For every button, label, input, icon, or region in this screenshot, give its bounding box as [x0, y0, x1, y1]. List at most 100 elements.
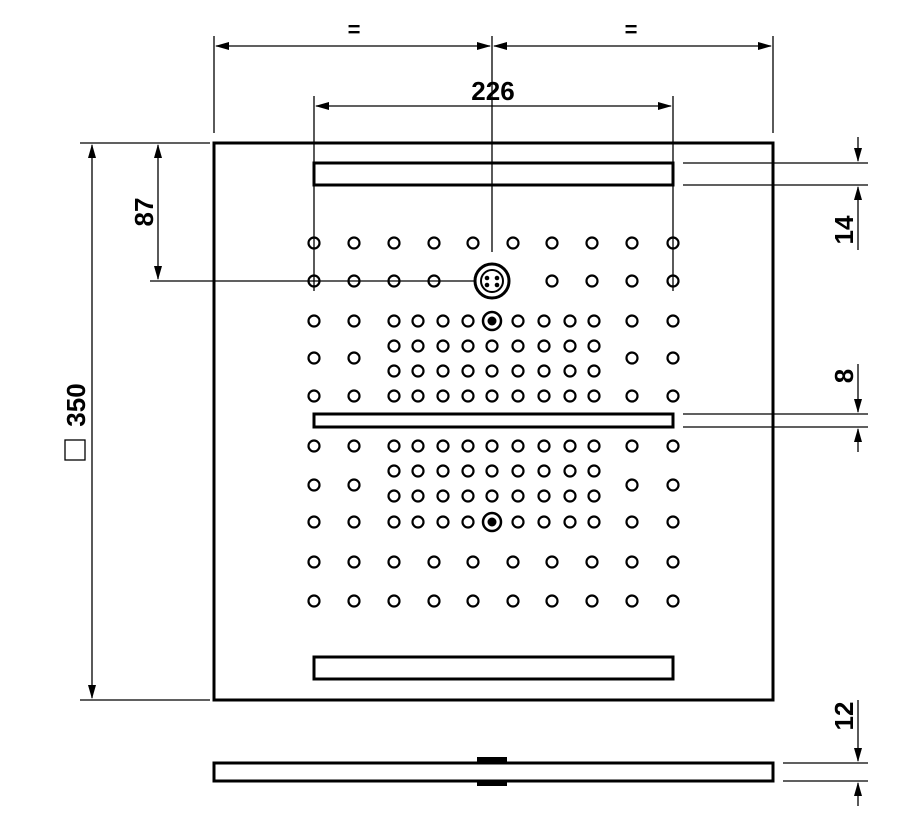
nozzle-hole: [666, 515, 680, 529]
nozzle-hole: [563, 389, 577, 403]
square-symbol: [64, 439, 86, 461]
nozzle-hole: [666, 594, 680, 608]
nozzle-hole: [563, 339, 577, 353]
nozzle-hole: [506, 236, 520, 250]
nozzle-hole: [625, 351, 639, 365]
nozzle-hole: [666, 314, 680, 328]
nozzle-hole: [347, 351, 361, 365]
nozzle-hole: [436, 339, 450, 353]
drain-fitting: [473, 262, 511, 300]
nozzle-hole: [461, 515, 475, 529]
equal-spacing-dimension: = =: [213, 17, 774, 252]
nozzle-hole: [485, 464, 499, 478]
nozzle-hole: [625, 555, 639, 569]
nozzle-hole: [537, 339, 551, 353]
nozzle-hole: [461, 439, 475, 453]
nozzle-hole: [563, 515, 577, 529]
nozzle-hole: [347, 314, 361, 328]
nozzle-hole: [461, 364, 475, 378]
nozzle-hole: [545, 555, 559, 569]
nozzle-hole: [587, 314, 601, 328]
nozzle-hole: [436, 389, 450, 403]
nozzle-hole: [537, 439, 551, 453]
nozzle-hole: [307, 314, 321, 328]
nozzle-hole: [387, 489, 401, 503]
nozzle-hole: [537, 515, 551, 529]
nozzle-hole: [387, 364, 401, 378]
dimension-87-label: 87: [129, 198, 159, 227]
nozzle-hole: [511, 489, 525, 503]
nozzle-hole: [436, 314, 450, 328]
nozzle-hole: [585, 594, 599, 608]
nozzle-hole: [436, 489, 450, 503]
nozzle-hole: [427, 236, 441, 250]
nozzle-hole: [587, 364, 601, 378]
nozzle-hole: [387, 515, 401, 529]
equal-right-label: =: [625, 17, 638, 42]
nozzle-hole: [666, 351, 680, 365]
nozzle-hole: [307, 555, 321, 569]
nozzle-hole: [411, 515, 425, 529]
nozzle-hole: [411, 464, 425, 478]
nozzle-hole: [461, 339, 475, 353]
nozzle-hole: [461, 389, 475, 403]
dimension-350: 350: [61, 142, 210, 701]
middle-slot: [312, 412, 675, 429]
nozzle-hole: [537, 314, 551, 328]
nozzle-hole: [511, 339, 525, 353]
nozzle-hole: [466, 594, 480, 608]
nozzle-hole: [625, 274, 639, 288]
nozzle-hole: [485, 339, 499, 353]
nozzle-hole: [307, 351, 321, 365]
nozzle-hole: [545, 274, 559, 288]
nozzle-hole: [537, 464, 551, 478]
nozzle-hole: [347, 478, 361, 492]
nozzle-hole: [563, 464, 577, 478]
nozzle-hole: [485, 489, 499, 503]
nozzle-hole: [387, 464, 401, 478]
nozzle-hole: [666, 478, 680, 492]
nozzle-hole: [411, 489, 425, 503]
nozzle-hole: [563, 314, 577, 328]
bottom-slot: [312, 655, 675, 681]
nozzle-hole: [511, 515, 525, 529]
nozzle-hole: [387, 439, 401, 453]
nozzle-hole: [587, 489, 601, 503]
dimension-14-label: 14: [829, 215, 859, 244]
nozzle-hole: [625, 389, 639, 403]
nozzle-hole: [511, 464, 525, 478]
nozzle-hole: [587, 439, 601, 453]
nozzle-hole: [347, 555, 361, 569]
nozzle-hole: [587, 339, 601, 353]
nozzle-hole: [387, 555, 401, 569]
dimension-226: 226: [313, 76, 674, 291]
nozzle-hole: [666, 439, 680, 453]
nozzle-hole: [427, 594, 441, 608]
nozzle-hole: [485, 389, 499, 403]
dimension-8: 8: [683, 364, 868, 452]
nozzle-hole: [411, 314, 425, 328]
nozzle-hole: [466, 555, 480, 569]
nozzle-hole: [485, 439, 499, 453]
dimension-8-label: 8: [829, 369, 859, 383]
nozzle-hole: [436, 464, 450, 478]
nozzle-hole: [461, 314, 475, 328]
nozzle-hole: [537, 489, 551, 503]
nozzle-hole: [506, 594, 520, 608]
dimension-226-label: 226: [471, 76, 514, 106]
nozzle-hole: [545, 594, 559, 608]
nozzle-hole: [625, 314, 639, 328]
nozzle-hole: [387, 339, 401, 353]
nozzle-hole: [587, 389, 601, 403]
nozzle-hole: [666, 555, 680, 569]
nozzle-hole: [307, 439, 321, 453]
nozzle-hole: [347, 236, 361, 250]
dimension-350-label: 350: [61, 383, 91, 426]
nozzle-hole: [485, 364, 499, 378]
nozzle-hole: [506, 555, 520, 569]
dimension-12-label: 12: [829, 702, 859, 731]
nozzle-hole: [537, 364, 551, 378]
nozzle-hole: [461, 489, 475, 503]
nozzle-hole: [545, 236, 559, 250]
